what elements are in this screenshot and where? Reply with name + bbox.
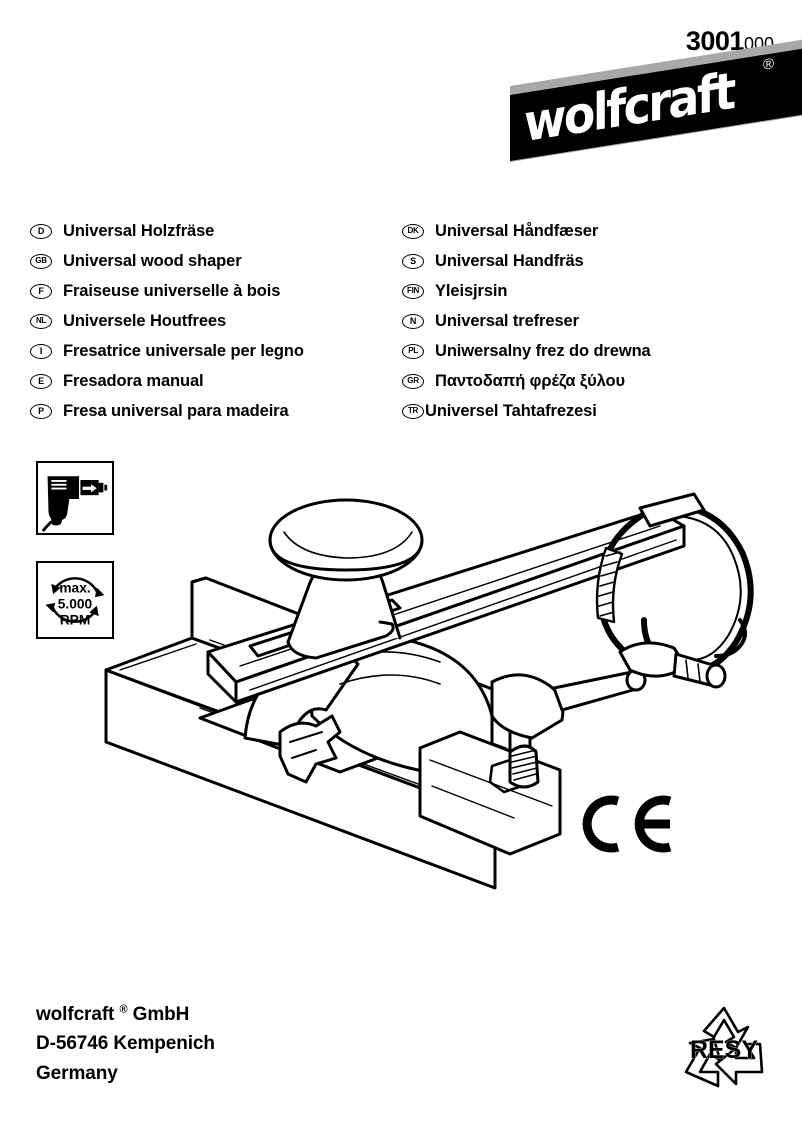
product-name-i: Fresatrice universale per legno — [63, 341, 304, 360]
product-name-fin: Yleisjrsin — [435, 281, 508, 300]
country-badge-d-icon: D — [30, 223, 52, 239]
country-badge-f-icon: F — [30, 283, 52, 299]
power-drill-icon — [41, 476, 108, 532]
language-column-right: DK Universal Håndfæser S Universal Handf… — [402, 216, 772, 426]
product-name-d: Universal Holzfräse — [63, 221, 215, 240]
language-row-p: P Fresa universal para madeira — [30, 396, 400, 426]
resy-recycling-icon: RESY — [684, 1006, 764, 1088]
country-badge-gr-icon: GR — [402, 373, 424, 389]
language-row-n: N Universal trefreser — [402, 306, 772, 336]
country-badge-s-icon: S — [402, 253, 424, 269]
product-name-s: Universal Handfräs — [435, 251, 584, 270]
product-name-e: Fresadora manual — [63, 371, 204, 390]
product-name-tr: Universel Tahtafrezesi — [425, 401, 597, 420]
recycling-logo: RESY — [676, 1000, 772, 1096]
country-badge-dk-icon: DK — [402, 223, 424, 239]
country-badge-n-icon: N — [402, 313, 424, 329]
product-name-gb: Universal wood shaper — [63, 251, 242, 270]
shaft-cone — [490, 673, 565, 740]
language-row-dk: DK Universal Håndfæser — [402, 216, 772, 246]
knob-highlight — [283, 531, 413, 559]
hose-clamp-bridge — [638, 492, 706, 528]
power-drill-pictogram — [36, 461, 114, 535]
hose-clamp-band-detail — [659, 514, 742, 661]
language-row-f: F Fraiseuse universelle à bois — [30, 276, 400, 306]
rpm-line-3: RPM — [60, 613, 91, 628]
language-row-e: E Fresadora manual — [30, 366, 400, 396]
max-rpm-pictogram: max. 5.000 RPM — [36, 561, 114, 639]
language-row-s: S Universal Handfräs — [402, 246, 772, 276]
footer-country-line: Germany — [36, 1062, 118, 1084]
product-name-language-list: D Universal Holzfräse GB Universal wood … — [30, 216, 772, 420]
product-name-gr: Παντοδαπή φρέζα ξύλου — [435, 371, 626, 390]
language-column-left: D Universal Holzfräse GB Universal wood … — [30, 216, 400, 426]
max-rpm-icon: max. 5.000 RPM — [45, 577, 105, 628]
registered-trademark-icon: ® — [763, 55, 775, 74]
hose-clamp — [595, 492, 754, 689]
language-row-tr: TR Universel Tahtafrezesi — [402, 396, 772, 426]
product-name-f: Fraiseuse universelle à bois — [63, 281, 281, 300]
language-row-fin: FIN Yleisjrsin — [402, 276, 772, 306]
country-badge-p-icon: P — [30, 403, 52, 419]
country-badge-fin-icon: FIN — [402, 283, 424, 299]
product-name-dk: Universal Håndfæser — [435, 221, 599, 240]
rpm-line-2: 5.000 — [58, 597, 93, 612]
footer-company-suffix: GmbH — [132, 1004, 190, 1025]
language-row-pl: PL Uniwersalny frez do drewna — [402, 336, 772, 366]
country-badge-i-icon: I — [30, 343, 52, 359]
country-badge-tr-icon: TR — [402, 403, 424, 419]
hose-clamp-screw-head — [705, 663, 727, 689]
language-row-nl: NL Universele Houtfrees — [30, 306, 400, 336]
ce-conformity-icon — [582, 795, 672, 853]
company-name-line: wolfcraft ® GmbH — [36, 1000, 215, 1029]
language-row-i: I Fresatrice universale per legno — [30, 336, 400, 366]
footer-address: wolfcraft ® GmbH D-56746 Kempenich Germa… — [36, 1000, 215, 1088]
knurled-collar — [508, 744, 540, 789]
resy-label: RESY — [690, 1036, 758, 1064]
knob-foot — [286, 620, 395, 660]
footer-company-name: wolfcraft — [36, 1004, 115, 1025]
ce-mark — [578, 793, 678, 855]
logo-text-wrap: wolfcraft ® — [510, 43, 802, 161]
language-row-gb: GB Universal wood shaper — [30, 246, 400, 276]
product-name-p: Fresa universal para madeira — [63, 401, 289, 420]
rpm-line-1: max. — [59, 580, 90, 595]
country-badge-nl-icon: NL — [30, 313, 52, 329]
universal-wood-shaper-drawing — [104, 492, 754, 890]
footer-address-line: D-56746 Kempenich — [36, 1033, 215, 1055]
wolfcraft-logo: wolfcraft ® — [510, 33, 802, 174]
clamp-serration — [278, 714, 342, 784]
knob-head — [268, 498, 424, 582]
product-name-pl: Uniwersalny frez do drewna — [435, 341, 651, 360]
country-badge-e-icon: E — [30, 373, 52, 389]
product-illustration — [40, 470, 762, 970]
country-badge-gb-icon: GB — [30, 253, 52, 269]
language-row-d: D Universal Holzfräse — [30, 216, 400, 246]
footer-registered-icon: ® — [119, 1003, 128, 1016]
guide-rail-side-face — [234, 524, 686, 704]
product-name-nl: Universele Houtfrees — [63, 311, 227, 330]
product-name-n: Universal trefreser — [435, 311, 579, 330]
hose-clamp-band-tail — [714, 618, 747, 658]
knob-head-underside — [268, 538, 424, 572]
language-row-gr: GR Παντοδαπή φρέζα ξύλου — [402, 366, 772, 396]
country-badge-pl-icon: PL — [402, 343, 424, 359]
